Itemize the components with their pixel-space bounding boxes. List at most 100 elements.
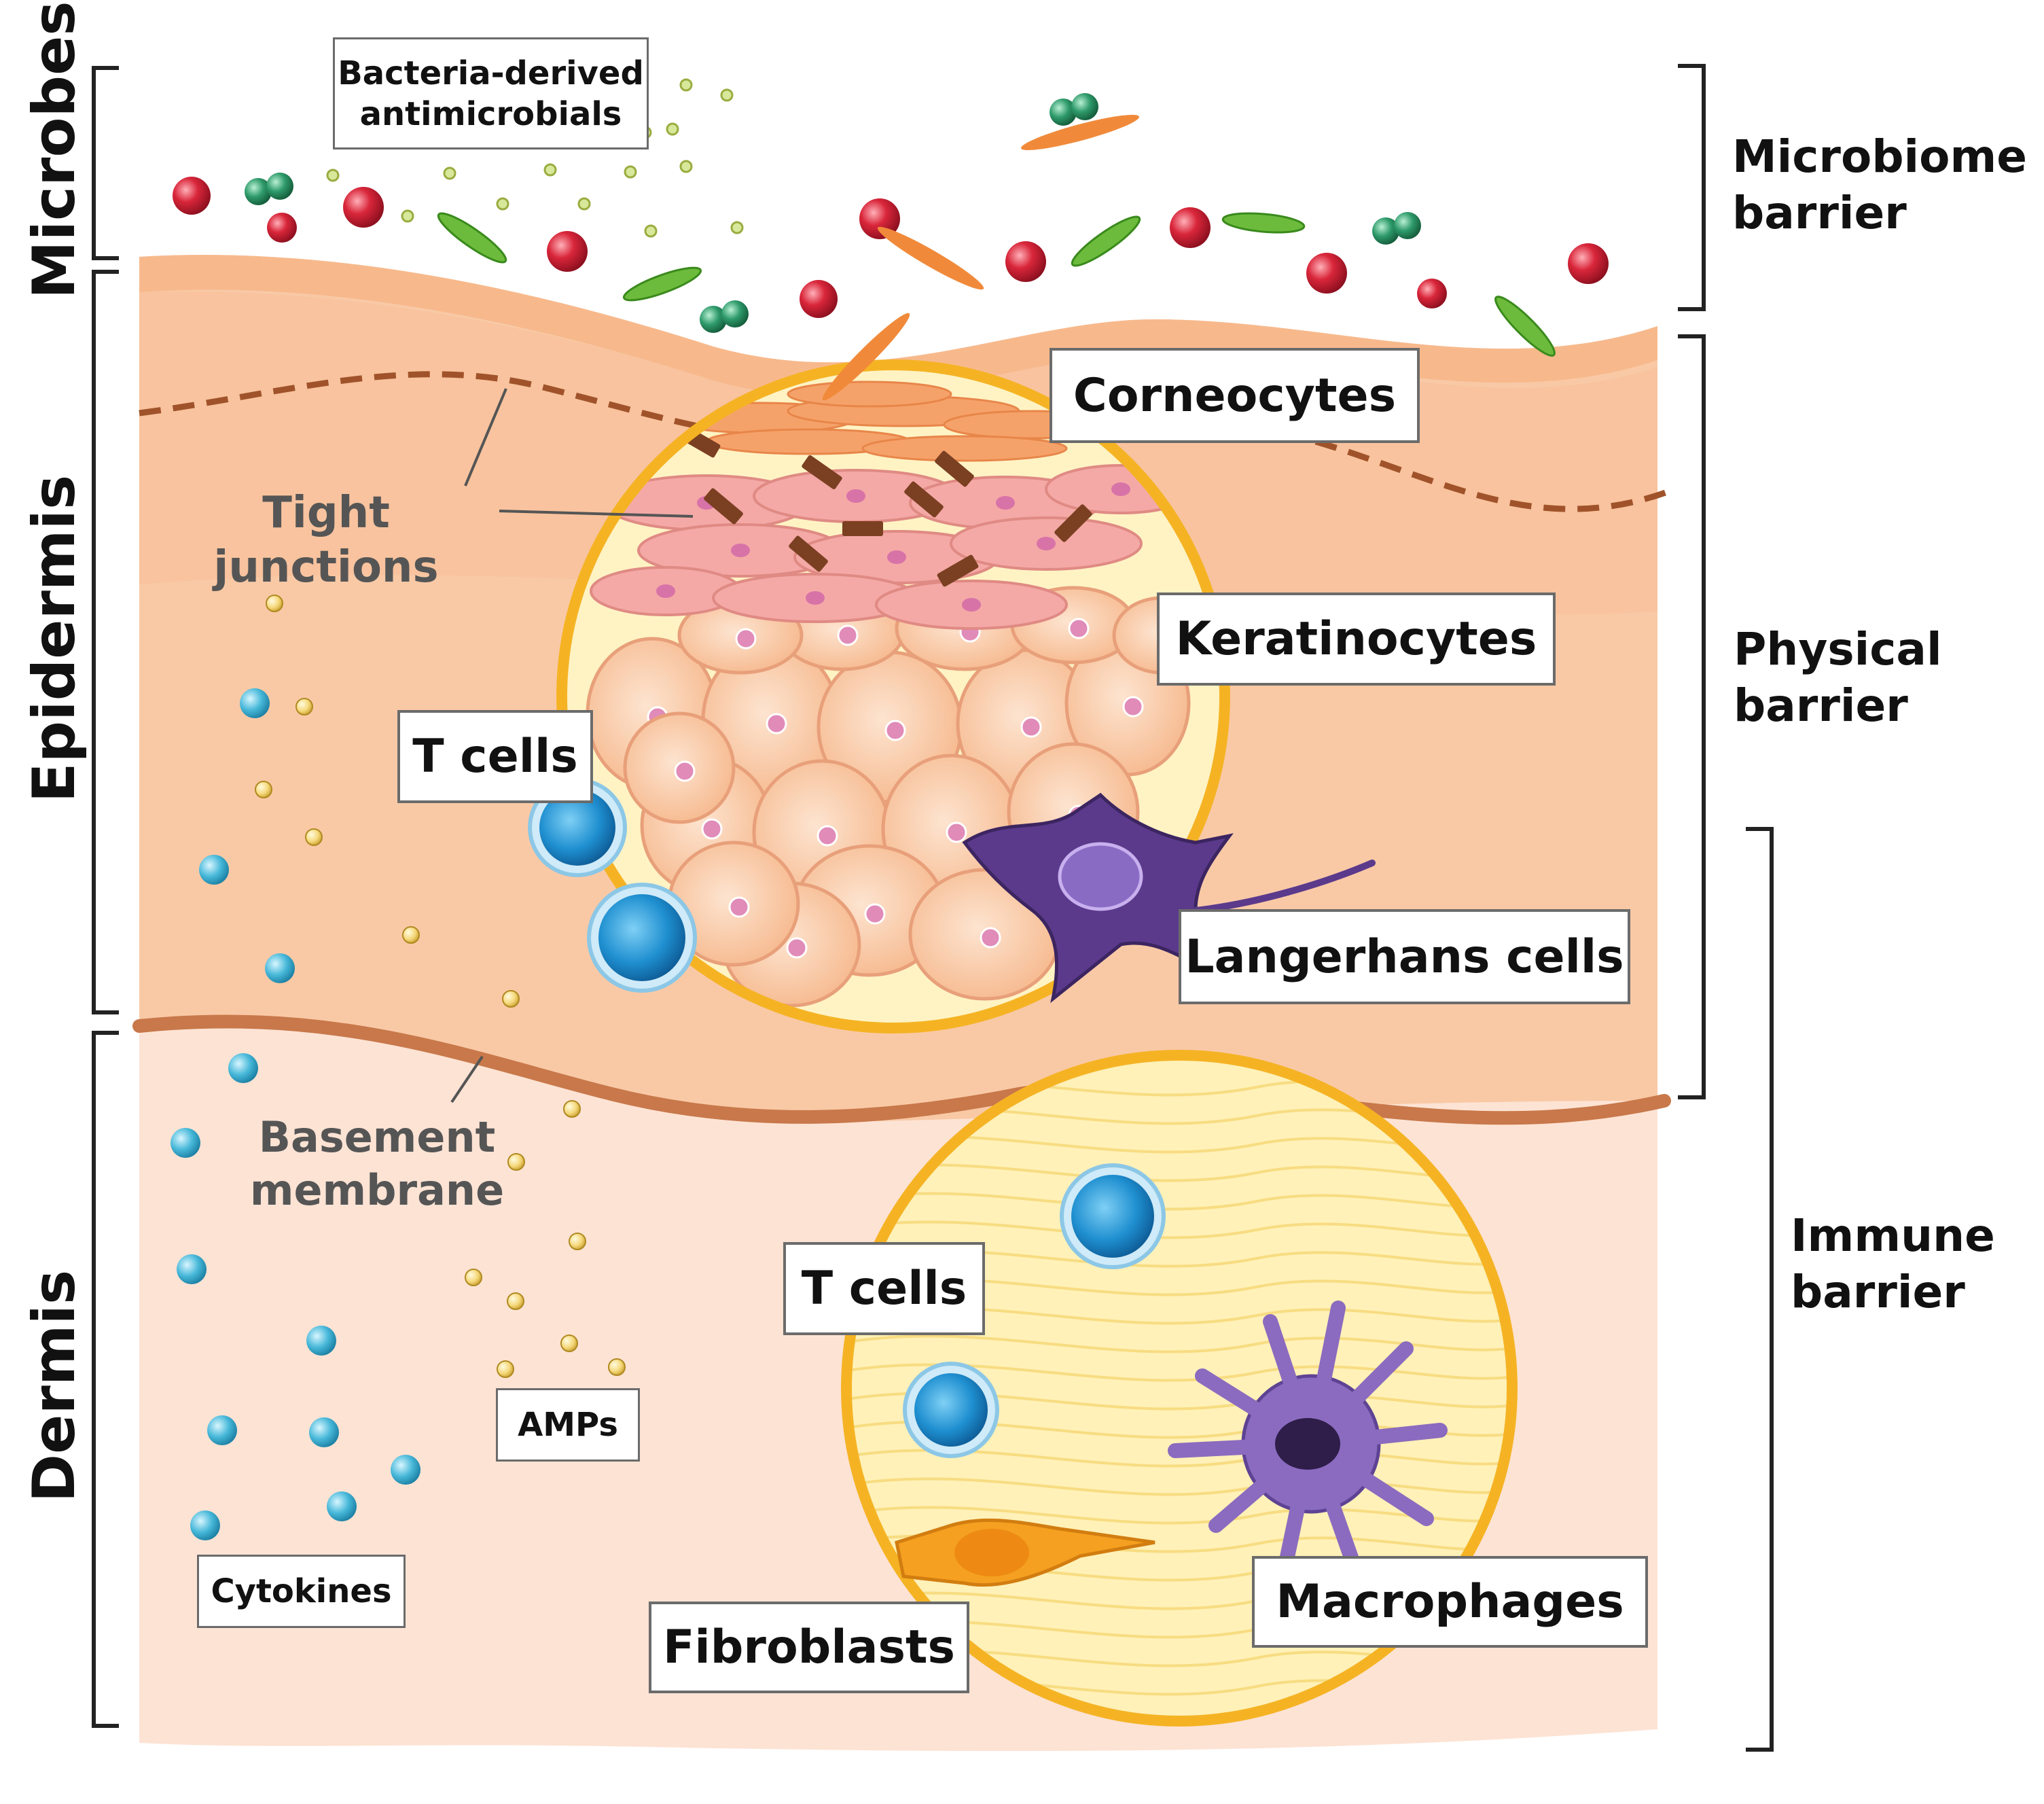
keratinocyte-nucleus	[735, 628, 757, 650]
t-cell	[539, 790, 615, 866]
physical-barrier-line2: barrier	[1734, 679, 1908, 732]
antimicrobial-particle	[666, 122, 679, 136]
tight-junction	[1054, 504, 1092, 542]
dermis-layer-label: Dermis	[20, 1269, 88, 1503]
orange-bacterium	[1021, 114, 1139, 151]
granular-nucleus	[806, 591, 825, 605]
t-cells-dermis-label: T cells	[783, 1242, 985, 1335]
antimicrobial-particle	[644, 224, 658, 238]
tight-junction	[802, 455, 842, 490]
red-bacterium	[1568, 243, 1609, 284]
green-bacterium	[721, 300, 749, 328]
tight-junction	[789, 535, 828, 572]
amp-particle	[255, 781, 272, 798]
tight-junctions-leader	[464, 388, 507, 487]
granular-nucleus	[1111, 482, 1130, 496]
antimicrobial-particle	[443, 166, 456, 180]
tight-junctions-leader-2	[499, 510, 694, 518]
antimicrobial-particle	[401, 209, 414, 223]
keratinocyte-nucleus	[980, 927, 1001, 949]
cytokines-label: Cytokines	[197, 1555, 406, 1628]
dermis-bracket	[92, 1031, 119, 1728]
keratinocyte-nucleus	[728, 896, 750, 918]
cytokine	[207, 1415, 237, 1445]
rod-bacterium	[1494, 296, 1556, 357]
keratinocyte-nucleus	[1122, 696, 1144, 718]
amp-particle	[507, 1153, 525, 1171]
rod-bacterium	[622, 266, 702, 302]
orange-bacterium	[822, 313, 910, 401]
granular-nucleus	[887, 550, 906, 564]
microbiome-barrier-line2: barrier	[1732, 186, 1907, 239]
granular-nucleus	[846, 489, 865, 503]
antimicrobial-particle	[577, 197, 591, 211]
fibroblasts-label: Fibroblasts	[649, 1602, 969, 1693]
tight-junction	[935, 450, 974, 487]
red-bacterium	[343, 187, 384, 228]
tight-junction	[937, 554, 979, 587]
physical-barrier-bracket	[1678, 334, 1706, 1099]
corneocytes-label: Corneocytes	[1050, 348, 1420, 443]
cytokine	[265, 953, 295, 983]
keratinocyte-nucleus	[766, 713, 787, 735]
rod-bacterium	[1071, 215, 1141, 267]
amp-particle	[502, 990, 520, 1008]
amp-particle	[295, 698, 313, 715]
microbiome-barrier-line1: Microbiome	[1732, 130, 2028, 183]
cytokine	[309, 1417, 339, 1447]
keratinocyte-nucleus	[786, 937, 808, 959]
antimicrobial-particle	[720, 88, 734, 102]
amp-particle	[608, 1358, 626, 1376]
physical-barrier-line1: Physical	[1734, 623, 1942, 675]
cytokine	[306, 1326, 336, 1356]
cytokine	[199, 855, 229, 885]
epidermis-layer-label: Epidermis	[20, 474, 88, 803]
keratinocyte-nucleus	[674, 760, 696, 782]
fibroblast-nucleus	[954, 1529, 1029, 1576]
bacteria-antimicrobials-line1: Bacteria-derived	[338, 54, 644, 92]
cytokine	[171, 1128, 200, 1158]
microbiome-barrier-bracket	[1678, 64, 1706, 311]
t-cells-epidermis-label: T cells	[397, 710, 593, 803]
antimicrobial-particle	[496, 197, 509, 211]
red-bacterium	[173, 177, 211, 215]
cytokine	[177, 1254, 207, 1284]
microbes-bracket	[92, 66, 119, 260]
amp-particle	[497, 1360, 514, 1378]
rod-bacterium	[1221, 212, 1306, 234]
red-bacterium	[1306, 253, 1347, 294]
basement-membrane-line2: membrane	[249, 1165, 505, 1215]
amp-particle	[507, 1292, 524, 1310]
immune-barrier-label: Immune barrier	[1791, 1208, 1995, 1320]
keratinocyte-nucleus	[837, 624, 859, 646]
granular-nucleus	[656, 584, 675, 598]
t-cell	[914, 1373, 988, 1447]
tight-junctions-label: Tight junctions	[213, 488, 439, 593]
granular-nucleus	[1037, 537, 1056, 550]
bacteria-antimicrobials-line2: antimicrobials	[359, 94, 622, 133]
cytokine	[228, 1053, 258, 1083]
amp-particle	[563, 1100, 581, 1118]
immune-barrier-line1: Immune	[1791, 1209, 1995, 1262]
tight-junction	[704, 488, 743, 525]
amp-particle	[305, 828, 323, 846]
tight-junction-line	[139, 371, 1672, 512]
t-cell	[598, 894, 685, 981]
immune-barrier-bracket	[1746, 827, 1774, 1752]
granular-nucleus	[996, 496, 1015, 510]
amp-particle	[560, 1334, 578, 1352]
basement-membrane-label: Basement membrane	[245, 1111, 509, 1216]
amp-particle	[569, 1233, 586, 1250]
basement-membrane-leader	[450, 1055, 484, 1103]
red-bacterium	[1170, 207, 1211, 248]
basement-membrane-line1: Basement	[258, 1112, 496, 1162]
antimicrobial-particle	[624, 165, 637, 179]
antimicrobial-particle	[543, 163, 557, 177]
red-bacterium	[800, 280, 838, 318]
cytokine	[190, 1510, 220, 1540]
antimicrobial-particle	[679, 160, 693, 173]
keratinocyte-nucleus	[1068, 618, 1090, 639]
microbes-layer-label: Microbes	[20, 1, 88, 299]
